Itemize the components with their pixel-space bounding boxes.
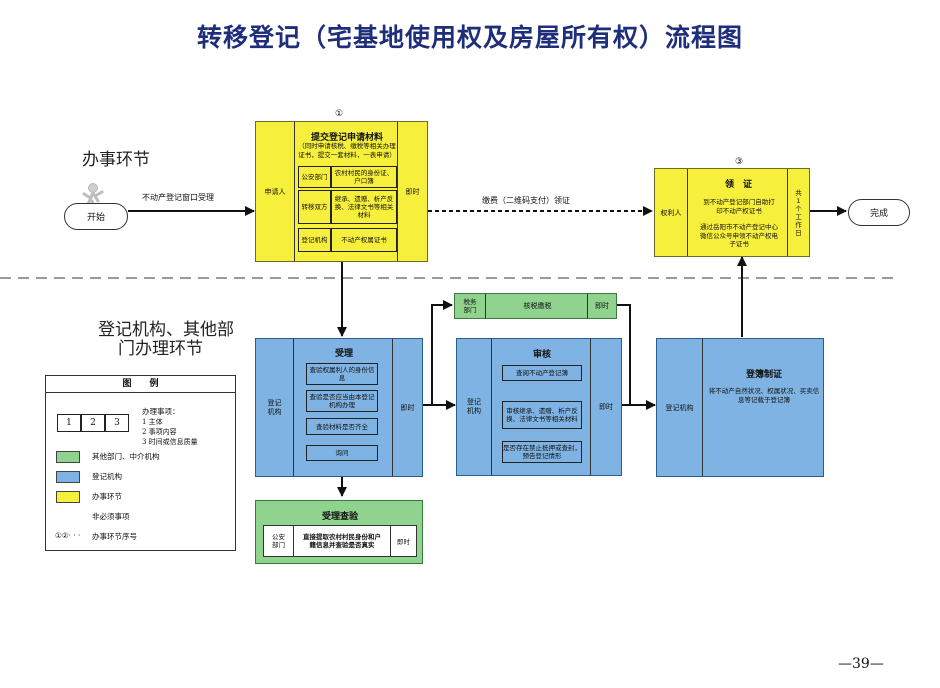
legend-seq-symbol: ①②· · · xyxy=(55,531,81,540)
audit-item-1: 查阅不动产登记簿 xyxy=(502,365,582,381)
register-content: 将不动产自然状况、权属状况、买卖信息等记载于登记簿 xyxy=(708,387,820,404)
legend-swatch-blue xyxy=(56,471,80,483)
section-label-dengji-line1: 登记机构、其他部 xyxy=(98,320,234,340)
section-label-banshi: 办事环节 xyxy=(82,150,150,170)
step3-line2: 通过岳阳市不动产登记中心微信公众号申领不动产权电子证书 xyxy=(700,223,778,248)
audit-time: 即时 xyxy=(590,339,621,475)
legend-swatch-yellow xyxy=(56,491,80,503)
step1-row1-dept: 公安部门 xyxy=(298,166,331,188)
step1-time: 即时 xyxy=(397,122,427,261)
verify-content: 直接提取农村村民身份和户籍信息并查验是否真实 xyxy=(303,533,381,549)
step1-table: 公安部门 农村村民的身份证、户口簿 转移双方 继承、遗赠、析产反换、法律文书等相… xyxy=(298,166,397,258)
step1-row1-material: 农村村民的身份证、户口簿 xyxy=(331,166,397,188)
audit-subject: 登记机构 xyxy=(457,339,492,475)
step3-time: 共1个工作日 xyxy=(787,169,809,256)
step1-header: 提交登记申请材料 xyxy=(310,133,383,143)
accept-item-4: 询问 xyxy=(306,445,378,461)
step1-note: （同时申请核税、缴税等相关办理证书，提交一套材料，一表申请） xyxy=(298,142,396,159)
section-label-dengji-line2: 门办理环节 xyxy=(118,339,203,359)
accept-item-3: 查验材料是否齐全 xyxy=(306,418,378,435)
accept-subject: 登记机构 xyxy=(256,339,294,476)
register-box: 登记机构 登簿制证 将不动产自然状况、权属状况、买卖信息等记载于登记簿 xyxy=(656,338,824,477)
legend-box: 图 例 1 2 3 办理事项： 1 主体 2 事项内容 3 时间或信息质量 其他… xyxy=(45,375,236,551)
tax-time: 即时 xyxy=(587,294,616,318)
legend-explain-3: 3 时间或信息质量 xyxy=(142,438,198,446)
step1-row3-dept: 登记机构 xyxy=(298,228,331,252)
legend-label-green: 其他部门、中介机构 xyxy=(92,452,160,461)
finish-node: 完成 xyxy=(848,199,910,226)
legend-cell-1: 1 xyxy=(57,414,81,432)
step3-line1: 到不动产登记部门自助打印不动产权证书 xyxy=(703,198,775,215)
accept-item-1: 查验权属利人的身份信息 xyxy=(306,363,378,385)
step3-number: ③ xyxy=(735,157,744,167)
verify-box: 受理查验 公安部门 直接提取农村村民身份和户籍信息并查验是否真实 即时 xyxy=(255,500,423,564)
page-title: 转移登记（宅基地使用权及房屋所有权）流程图 xyxy=(196,23,743,52)
legend-label-blue: 登记机构 xyxy=(92,472,122,481)
start-node: 开始 xyxy=(64,203,128,230)
legend-label-optional: 非必须事项 xyxy=(92,512,130,521)
tax-subject: 税务部门 xyxy=(455,294,486,318)
verify-header: 受理查验 xyxy=(321,512,358,522)
step1-subject: 申请人 xyxy=(256,122,295,261)
legend-explain-title: 办理事项： xyxy=(142,407,180,416)
legend-swatch-green xyxy=(56,451,80,463)
legend-explain-1: 1 主体 xyxy=(142,418,163,426)
tax-content: 核税缴税 xyxy=(523,302,552,310)
person-icon xyxy=(82,183,104,209)
audit-header: 审核 xyxy=(532,350,551,360)
page-number: —39— xyxy=(838,656,884,672)
verify-inner: 公安部门 直接提取农村村民身份和户籍信息并查验是否真实 即时 xyxy=(263,525,417,557)
step1-row2-material: 继承、遗赠、析产反换、法律文书等相关材料 xyxy=(331,190,397,224)
step1-row2-dept: 转移双方 xyxy=(298,190,331,224)
legend-explain-2: 2 事项内容 xyxy=(142,428,177,436)
legend-cell-2: 2 xyxy=(81,414,105,432)
legend-title: 图 例 xyxy=(46,376,235,393)
step3-box: 权利人 共1个工作日 领 证 到不动产登记部门自助打印不动产权证书 通过岳阳市不… xyxy=(654,168,810,257)
arrow-label-window: 不动产登记窗口受理 xyxy=(142,193,214,202)
verify-subject: 公安部门 xyxy=(264,526,294,556)
step1-row3-material: 不动产权属证书 xyxy=(331,228,397,252)
step3-header: 领 证 xyxy=(724,180,752,190)
audit-item-2: 审核继承、遗赠、析产反换、法律文书等相关材料 xyxy=(502,401,582,429)
legend-label-seq: 办事环节序号 xyxy=(92,532,137,541)
register-subject: 登记机构 xyxy=(657,339,703,476)
accept-box: 登记机构 即时 受理 查验权属利人的身份信息 查验是否应当由本登记机构办理 查验… xyxy=(255,338,423,477)
legend-cell-3: 3 xyxy=(105,414,129,432)
accept-item-2: 查验是否应当由本登记机构办理 xyxy=(306,390,378,412)
step1-number: ① xyxy=(335,109,344,119)
step1-box: 申请人 即时 提交登记申请材料 （同时申请核税、缴税等相关办理证书，提交一套材料… xyxy=(255,121,428,262)
audit-item-3: 是否存在禁止抵押或查封，预告登记情形 xyxy=(502,441,582,463)
legend-label-yellow: 办事环节 xyxy=(92,492,122,501)
audit-box: 登记机构 即时 审核 查阅不动产登记簿 审核继承、遗赠、析产反换、法律文书等相关… xyxy=(456,338,622,476)
tax-box: 税务部门 即时 核税缴税 xyxy=(454,293,617,319)
accept-header: 受理 xyxy=(334,349,353,359)
arrow-label-fee: 缴费（二维码支付）领证 xyxy=(482,196,570,205)
accept-time: 即时 xyxy=(392,339,422,476)
register-header: 登簿制证 xyxy=(745,370,782,380)
verify-time: 即时 xyxy=(390,526,416,556)
step3-subject: 权利人 xyxy=(655,169,688,256)
